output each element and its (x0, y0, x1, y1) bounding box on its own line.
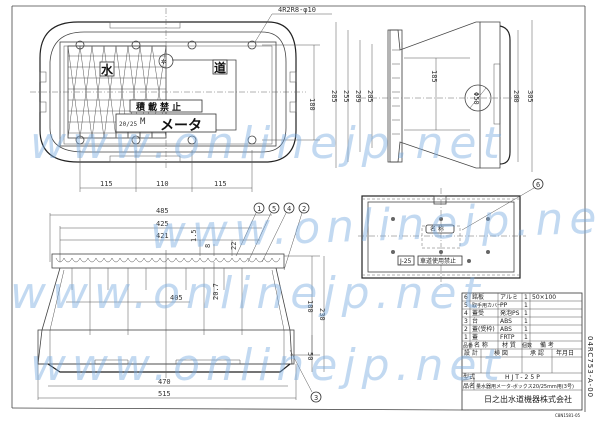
bolt-holes (75, 40, 257, 145)
svg-text:FRTP: FRTP (500, 334, 515, 341)
dim-470: 470 (158, 378, 171, 386)
balloon-2: 2 (283, 202, 310, 271)
product-name: 量水器用メータ-ボックス20/25mm用(3号) (476, 383, 574, 390)
svg-text:取手用カバー: 取手用カバー (472, 302, 502, 309)
svg-text:3: 3 (464, 318, 468, 325)
dim-200: 200 (512, 90, 520, 103)
hole-note: 4R2R8-φ10 (278, 6, 316, 14)
svg-text:ABS: ABS (500, 318, 512, 325)
title-block: 6 銘板 アルミ 1 50×100 5 取手用カバー PP 1 4 蓋受 発泡P… (461, 292, 594, 418)
dim-425: 425 (156, 220, 169, 228)
svg-text:ABS: ABS (500, 326, 512, 333)
svg-text:1: 1 (524, 326, 528, 333)
dim-180-top: 180 (308, 98, 316, 111)
svg-text:品番: 品番 (463, 342, 473, 349)
dim-230: 230 (318, 308, 326, 321)
svg-text:設 計: 設 計 (464, 349, 478, 357)
sheet-frame (11, 5, 586, 412)
dim-405: 405 (170, 294, 183, 302)
balloon-4: 4 (261, 202, 295, 263)
svg-text:6: 6 (536, 181, 540, 189)
svg-text:蓋受: 蓋受 (472, 309, 484, 317)
dim-115-right: 115 (214, 180, 227, 188)
svg-text:承 認: 承 認 (530, 349, 544, 357)
balloon-5: 5 (247, 202, 280, 263)
svg-text:型式: 型式 (463, 373, 475, 381)
dim-255: 255 (342, 90, 350, 103)
svg-text:銘板: 銘板 (472, 293, 484, 301)
parts-table: 6 銘板 アルミ 1 50×100 5 取手用カバー PP 1 4 蓋受 発泡P… (462, 293, 582, 404)
svg-text:5: 5 (272, 205, 276, 213)
dim-22: 22 (230, 242, 238, 250)
svg-text:アルミ: アルミ (500, 294, 518, 301)
dim-515: 515 (158, 390, 171, 398)
dim-phi50: Φ50 (472, 92, 480, 105)
svg-text:✲: ✲ (161, 57, 166, 67)
svg-text:1: 1 (524, 302, 528, 309)
svg-text:4: 4 (287, 205, 291, 213)
balloon-1: 1 (235, 202, 265, 257)
label-water: 水 (101, 62, 114, 77)
stamp-code: C8N1581-05 (555, 413, 580, 418)
label-road: 道 (214, 60, 226, 75)
dim-421: 421 (156, 232, 169, 240)
dim-285: 285 (330, 90, 338, 103)
label-no-load: 積載禁止 (135, 101, 184, 113)
svg-text:名 称: 名 称 (474, 341, 488, 349)
svg-text:1: 1 (524, 334, 528, 341)
dim-115-left: 115 (100, 180, 113, 188)
dim-110: 110 (156, 180, 169, 188)
svg-text:発泡PS: 発泡PS (500, 309, 520, 317)
dim-1-5: 1.5 (190, 229, 198, 242)
svg-text:1: 1 (524, 310, 528, 317)
plate-label: 名 称 (430, 225, 444, 233)
model-tag: J-25 (399, 258, 412, 265)
bottom-view: 名 称 J-25 車道使用禁止 6 (358, 178, 544, 286)
svg-text:検 図: 検 図 (494, 349, 508, 357)
svg-text:1: 1 (257, 205, 261, 213)
dim-180-front: 180 (306, 300, 314, 313)
model-number: HJT-25P (505, 374, 542, 381)
svg-text:蓋(受枠): 蓋(受枠) (472, 325, 495, 333)
dim-305: 305 (526, 90, 534, 103)
label-meter: メータ (160, 118, 202, 134)
svg-text:5: 5 (464, 302, 468, 309)
svg-text:蓋: 蓋 (472, 333, 478, 341)
svg-text:PP: PP (500, 302, 508, 309)
label-meter-unit: M (140, 117, 146, 127)
company-name: 日之出水道機器株式会社 (484, 394, 572, 404)
svg-text:3: 3 (314, 394, 318, 402)
dim-50: 50 (306, 352, 314, 360)
svg-text:個数: 個数 (522, 342, 532, 349)
svg-text:年月日: 年月日 (556, 349, 574, 357)
top-view: ✲ 水 道 積載禁止 20/25 M メータ 4R2R8-φ10 115 110… (30, 6, 332, 192)
balloon-3: 3 (289, 349, 322, 403)
bottom-bolt-holes (391, 217, 490, 263)
svg-text:品名: 品名 (463, 382, 475, 390)
dim-209: 209 (354, 90, 362, 103)
svg-text:材 質: 材 質 (502, 341, 516, 349)
svg-text:台: 台 (472, 317, 478, 325)
balloon-6: 6 (461, 178, 544, 231)
dim-205: 205 (366, 90, 374, 103)
svg-text:1: 1 (464, 334, 468, 341)
svg-text:2: 2 (302, 205, 306, 213)
svg-text:50×100: 50×100 (532, 294, 556, 301)
svg-text:1: 1 (524, 294, 528, 301)
dim-8: 8 (204, 244, 212, 248)
dim-485: 485 (156, 207, 169, 215)
svg-text:1: 1 (524, 318, 528, 325)
dim-20-7: 20.7 (212, 283, 220, 300)
svg-text:2: 2 (464, 326, 468, 333)
no-roadway-warning: 車道使用禁止 (420, 257, 456, 265)
side-view: Φ50 285 255 209 205 185 200 305 (330, 20, 534, 172)
svg-text:6: 6 (464, 294, 468, 301)
front-view: 485 425 421 1.5 8 22 20.7 405 470 515 (37, 202, 326, 403)
dim-185: 185 (430, 70, 438, 83)
label-meter-size: 20/25 (119, 121, 137, 128)
svg-text:4: 4 (464, 310, 468, 317)
star-mark-icon: ✲ (158, 53, 174, 69)
drawing-number: 04RC753-A-00 (586, 336, 594, 398)
svg-text:備 考: 備 考 (540, 341, 554, 349)
